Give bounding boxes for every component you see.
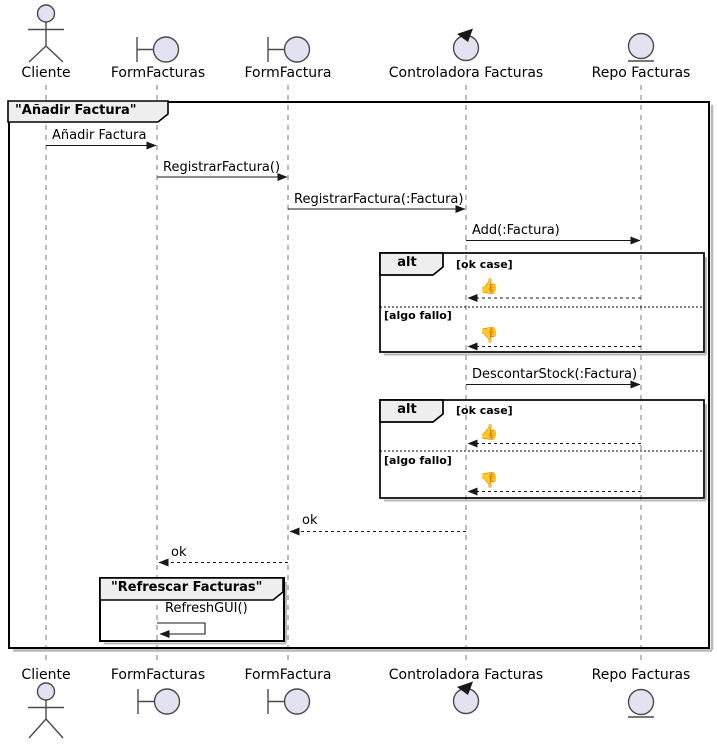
participant-label-formfacturas-bottom: FormFacturas	[110, 667, 206, 683]
actor-icon-bottom	[28, 682, 64, 739]
call-arrows	[46, 141, 641, 389]
participant-label-repo-top: Repo Facturas	[591, 65, 691, 81]
frame-anadir-factura	[7, 100, 714, 652]
alt-operator-label-1: alt	[397, 255, 417, 270]
alt-operator-label-2: alt	[397, 402, 417, 417]
guard-algo-fallo-2: [algo fallo]	[384, 454, 452, 467]
message-label-registrarfactura: RegistrarFactura()	[163, 160, 281, 175]
frame-title: "Añadir Factura"	[15, 103, 137, 118]
participant-label-formfacturas-top: FormFacturas	[110, 65, 206, 81]
lifelines	[45, 85, 642, 664]
boundary-icon-bottom-formfacturas	[137, 688, 181, 715]
boundary-icon-top-formfactura	[267, 36, 311, 63]
control-icon-bottom	[452, 681, 480, 715]
guard-ok-case-2: [ok case]	[456, 404, 513, 417]
guard-ok-case-1: [ok case]	[456, 258, 513, 271]
arrow-refreshgui-self	[157, 622, 206, 638]
control-icon-top	[452, 28, 480, 62]
boundary-icon-top-formfacturas	[136, 36, 180, 63]
boundary-icon-bottom-formfactura	[267, 688, 311, 715]
nested-frame-title: "Refrescar Facturas"	[111, 580, 263, 595]
alt-fragment-2	[379, 399, 707, 502]
participant-label-cliente-bottom: Cliente	[21, 667, 71, 683]
frame-title-pentagon	[99, 577, 284, 601]
alt-fragment-1	[379, 252, 707, 356]
alt-operator-pentagon	[379, 399, 444, 423]
message-label-anadir-factura: Añadir Factura	[52, 128, 147, 143]
message-label-descontarstock: DescontarStock(:Factura)	[472, 367, 638, 382]
message-label-ok-2: ok	[171, 545, 187, 560]
message-label-ok-1: ok	[302, 513, 318, 528]
frame-title-pentagon	[7, 100, 169, 123]
actor-icon-top	[28, 4, 64, 63]
participant-label-controladora-top: Controladora Facturas	[388, 65, 544, 81]
participant-label-cliente-top: Cliente	[21, 65, 71, 81]
guard-algo-fallo-1: [algo fallo]	[384, 309, 452, 322]
alt-operator-pentagon	[379, 252, 444, 276]
participant-label-repo-bottom: Repo Facturas	[591, 667, 691, 683]
participant-label-controladora-bottom: Controladora Facturas	[388, 667, 544, 683]
entity-icon-bottom	[627, 688, 655, 718]
message-label-refreshgui: RefreshGUI()	[165, 601, 248, 616]
thumbs-down-icon: 👎	[479, 471, 499, 489]
thumbs-up-icon: 👍	[479, 423, 499, 441]
message-label-registrarfactura-arg: RegistrarFactura(:Factura)	[294, 192, 464, 207]
thumbs-down-icon: 👎	[479, 326, 499, 344]
participant-label-formfactura-bottom: FormFactura	[244, 667, 332, 683]
thumbs-up-icon: 👍	[479, 277, 499, 295]
return-arrows	[158, 527, 466, 567]
participant-label-formfactura-top: FormFactura	[244, 65, 332, 81]
message-label-add-factura: Add(:Factura)	[472, 223, 560, 238]
entity-icon-top	[627, 32, 655, 62]
frame-refrescar-facturas	[99, 577, 287, 645]
